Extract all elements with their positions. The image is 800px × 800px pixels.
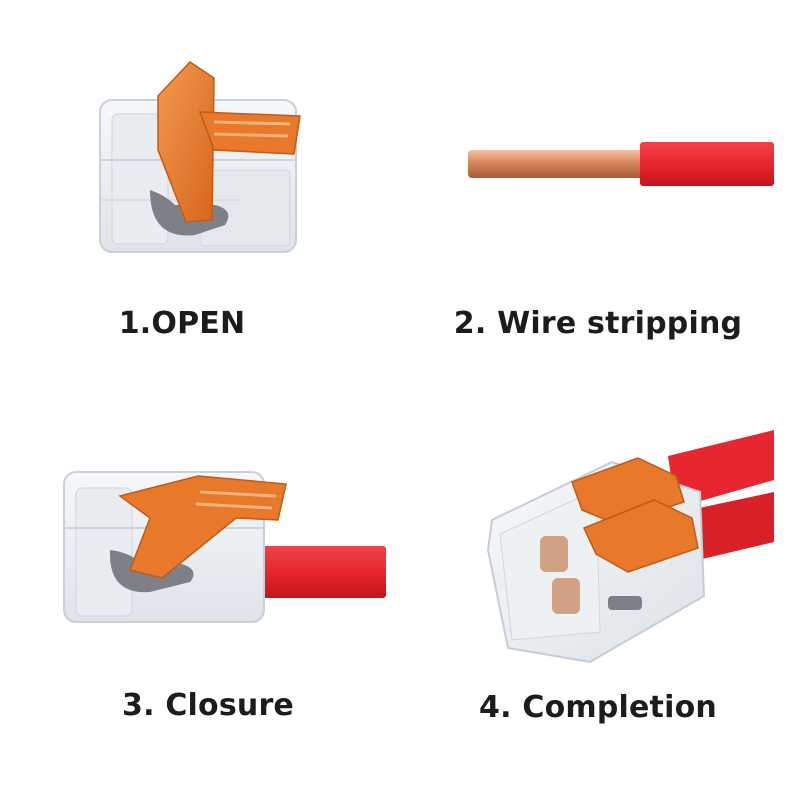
wire-lower [690,492,774,560]
step-3-caption: 3. Closure [122,688,294,723]
step-4-caption: 4. Completion [479,690,717,725]
completed-connector-illustration [486,430,774,664]
closed-connector-illustration [63,471,386,623]
step-2-panel: 2. Wire stripping [400,0,800,400]
inserted-wire [236,546,386,598]
step-1-panel: 1.OPEN [0,0,400,400]
stripped-wire-illustration [468,142,774,186]
step-1-caption: 1.OPEN [118,306,246,341]
red-insulation [640,142,774,186]
step-2-caption: 2. Wire stripping [453,306,743,341]
wire-upper [668,430,774,508]
step-3-panel: 3. Closure [0,400,400,800]
copper-core [468,150,646,178]
step-4-panel: 4. Completion [400,400,800,800]
open-connector-illustration [99,61,301,253]
